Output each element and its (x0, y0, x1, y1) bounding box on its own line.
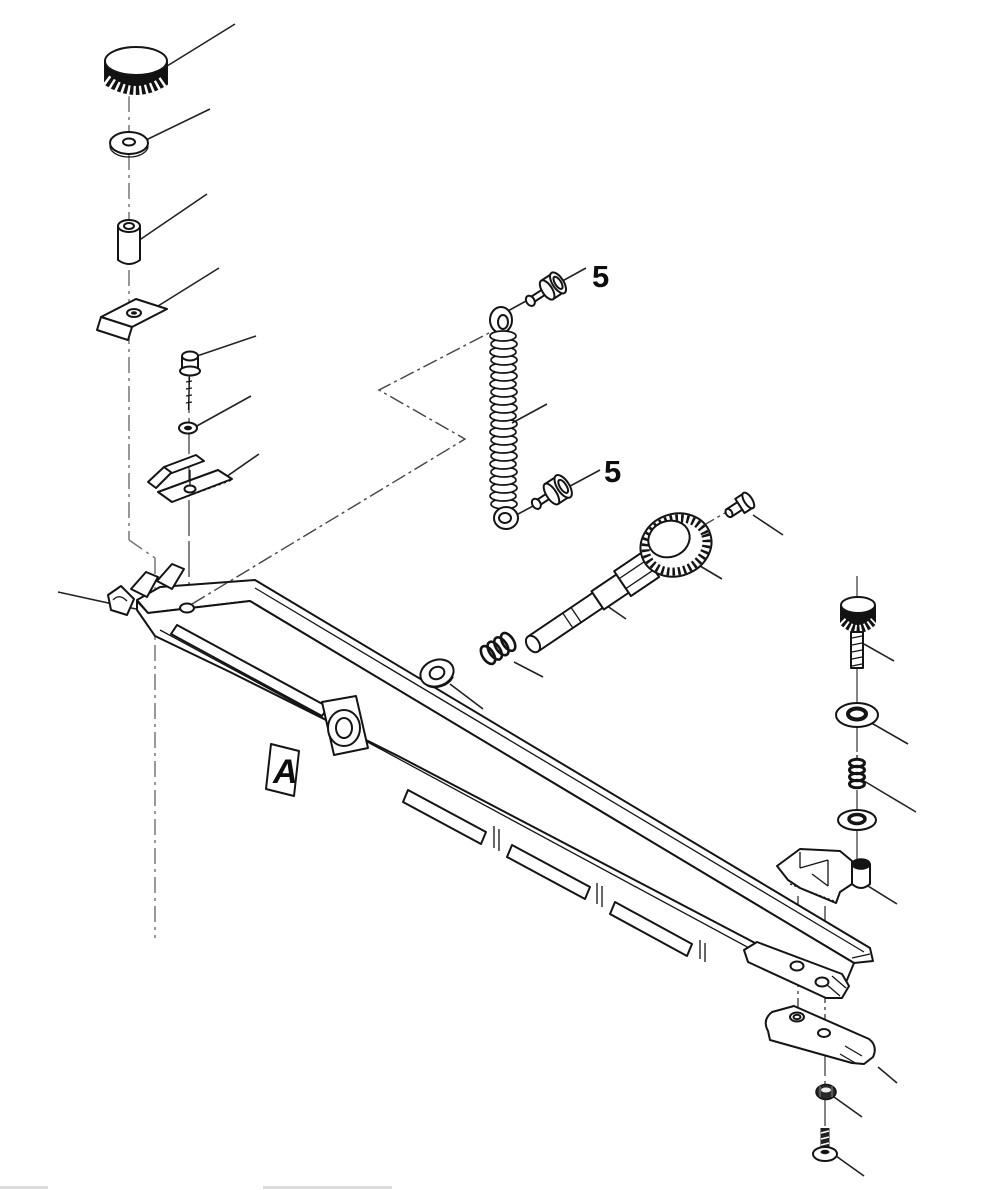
leader-lines (57, 23, 917, 1177)
fork-ear (156, 563, 185, 590)
spring-pin-lower (530, 474, 573, 510)
fork-curl (107, 585, 135, 616)
page-edge-mark (263, 1186, 392, 1189)
knurled-ring-nut (639, 512, 713, 578)
spring-clip (147, 454, 233, 503)
knurl-texture (102, 75, 170, 97)
hex-nut (815, 1083, 837, 1101)
adjuster-shaft (524, 550, 667, 654)
clamp-bracket (776, 848, 871, 904)
hex-bolt (724, 491, 756, 519)
washer-lower-right (837, 809, 877, 831)
spring-centerline (191, 332, 490, 605)
knurled-knob (102, 46, 170, 97)
tension-spring (489, 306, 519, 530)
flat-washer (109, 131, 149, 158)
main-arm (107, 563, 874, 997)
spring-coils (489, 330, 518, 510)
roller-barrel (851, 858, 871, 889)
pivot-boss (321, 695, 369, 756)
spring-right (848, 755, 866, 790)
small-coil-spring (479, 631, 517, 666)
arm-end-tab (743, 941, 850, 999)
nut-plate (96, 298, 168, 341)
page-edge-mark (0, 1186, 48, 1189)
arm-slot (402, 789, 487, 845)
arm-slot (609, 901, 693, 957)
washer-upper-right (835, 702, 879, 728)
small-washer (178, 421, 198, 435)
spring-mid-leader (511, 403, 548, 424)
adjust-screw (179, 350, 201, 411)
fork-hole (179, 602, 195, 614)
arm-slot (506, 844, 591, 900)
spring-pin-upper (524, 271, 568, 307)
detail-a-label: A (272, 753, 298, 791)
thrust-washer (419, 658, 455, 689)
pan-head-screw (812, 1128, 838, 1162)
detail-marker-a: A (265, 743, 300, 797)
fork-ear (130, 571, 159, 598)
spacer-sleeve (117, 219, 141, 265)
adjuster-knob-right (839, 596, 877, 669)
anchor-strip (764, 1005, 876, 1065)
callout-pin-upper: 5 (592, 259, 609, 294)
callout-pin-lower: 5 (604, 454, 621, 489)
